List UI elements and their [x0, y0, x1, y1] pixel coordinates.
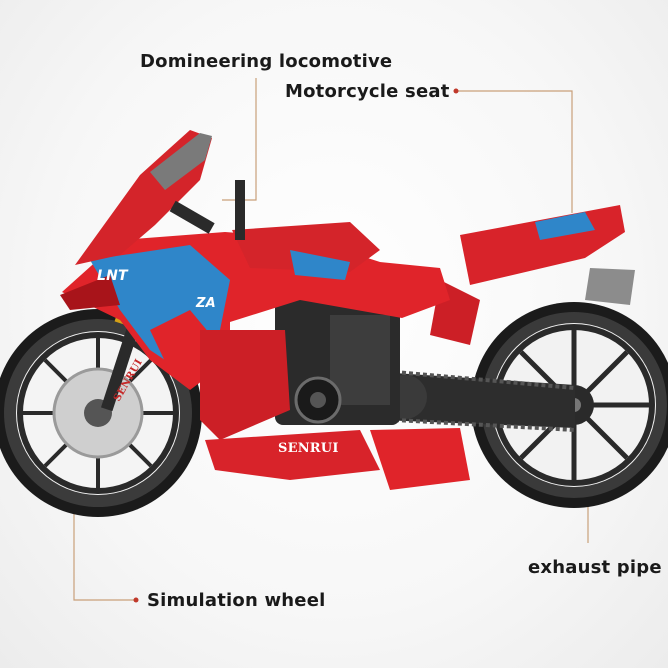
leader-dot-seat — [453, 88, 459, 94]
main-fairing — [62, 222, 470, 490]
engine — [275, 300, 400, 425]
label-motorcycle-seat: Motorcycle seat — [285, 81, 450, 102]
leader-line-locomotive — [222, 78, 257, 201]
leader-line-wheel — [73, 508, 134, 601]
label-domineering-locomotive: Domineering locomotive — [140, 51, 393, 72]
windscreen — [60, 130, 212, 310]
label-simulation-wheel: Simulation wheel — [147, 590, 326, 611]
decal-tank-logo: LNT — [97, 268, 128, 284]
label-exhaust-pipe: exhaust pipe — [528, 557, 662, 578]
leader-line-seat — [456, 90, 573, 213]
handlebar — [169, 180, 245, 240]
decal-side-logo: ZA — [196, 296, 216, 311]
decal-brand: SENRUI — [278, 441, 339, 456]
leader-dot-wheel — [133, 597, 139, 603]
